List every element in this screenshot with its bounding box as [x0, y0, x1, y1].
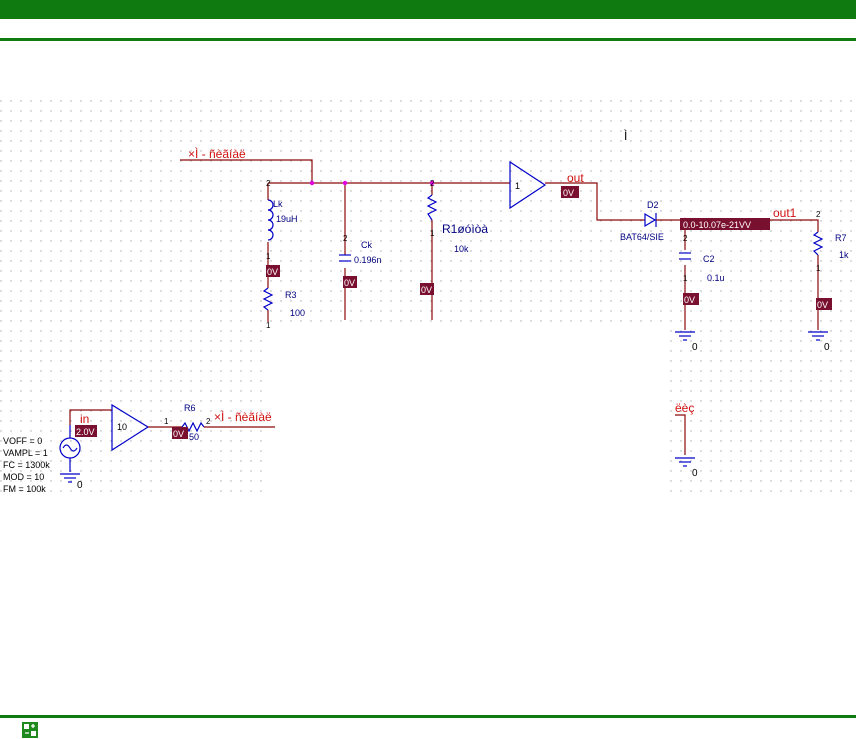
pin-number: 2	[206, 417, 211, 426]
wire-net-top	[180, 159, 313, 183]
buffer-amp	[509, 160, 547, 210]
vmarker-r1-label: 0V	[421, 285, 432, 295]
net-label-top: ×Ì - ñèãíàë	[188, 146, 246, 161]
amp10-gain: 10	[117, 422, 127, 432]
vmarker-ck-label: 0V	[344, 278, 355, 288]
junction-dot	[309, 180, 315, 186]
vmarker-ck	[343, 276, 357, 288]
ground-r7	[808, 331, 828, 341]
r7-value: 1k	[839, 250, 849, 260]
r3-value: 100	[290, 308, 305, 318]
junction-dot	[342, 180, 348, 186]
pin-number: 1	[683, 274, 688, 283]
vmarker-r6	[172, 427, 188, 439]
ground-io	[675, 457, 695, 467]
lk-name: Lk	[273, 199, 283, 209]
wire-io	[675, 414, 686, 455]
junction-dot	[429, 180, 435, 186]
ground-label: 0	[77, 480, 83, 491]
wire-out	[545, 182, 645, 221]
source-param: FC = 1300k	[3, 460, 50, 470]
capacitor-ck	[339, 254, 351, 262]
r7-name: R7	[835, 233, 847, 243]
d2-name: D2	[647, 200, 659, 210]
pin-number: 1	[430, 229, 435, 238]
resistor-r6	[181, 421, 205, 433]
vmarker-out-label: 0V	[563, 188, 574, 198]
ck-name: Ck	[361, 240, 372, 250]
resistor-r7	[812, 231, 824, 256]
top-divider	[0, 38, 856, 41]
navigation-icon[interactable]	[22, 722, 38, 738]
c2-name: C2	[703, 254, 715, 264]
pin-number: 2	[430, 179, 435, 188]
bottom-divider	[0, 715, 856, 718]
vmarker-in	[75, 425, 97, 437]
ck-value: 0.196n	[354, 255, 382, 265]
pin-number: 1	[266, 321, 271, 330]
pin-number: 1	[816, 264, 821, 273]
lk-value: 19uH	[276, 214, 298, 224]
source-param: VAMPL = 1	[3, 448, 48, 458]
ground-source	[60, 473, 80, 483]
vmarker-out	[561, 186, 579, 198]
vmarker-c2	[683, 293, 699, 305]
vmarker-d2-label: 0.0-10.07e-21VV	[683, 220, 751, 230]
vmarker-c2-label: 0V	[684, 295, 695, 305]
ground-label: 0	[824, 342, 830, 353]
vmarker-r1	[420, 283, 434, 295]
vmarker-r7-label: 0V	[817, 300, 828, 310]
r6-name: R6	[184, 403, 196, 413]
r6-value: 50	[189, 432, 199, 442]
r3-name: R3	[285, 290, 297, 300]
sine-icon	[62, 444, 78, 452]
pin-number: 2	[683, 234, 688, 243]
title-mark: Ì	[624, 128, 627, 143]
blank-region	[270, 322, 670, 497]
wire-in	[69, 409, 112, 425]
net-label-io: ëèç	[675, 401, 694, 415]
pin-number: 2	[816, 210, 821, 219]
inductor-lk	[267, 199, 274, 241]
vmarker-r6-label: 0V	[173, 429, 184, 439]
ground-label: 0	[692, 342, 698, 353]
pin-number: 2	[266, 179, 271, 188]
c2-value: 0.1u	[707, 273, 725, 283]
vmarker-r7	[816, 298, 832, 310]
amp1-gain: 1	[515, 181, 520, 191]
resistor-r3	[262, 287, 274, 311]
net-label-out: out	[567, 171, 584, 185]
net-label-out1: out1	[773, 206, 797, 220]
ground-c2	[675, 331, 695, 341]
source-param: FM = 100k	[3, 484, 46, 494]
gain-amp	[111, 403, 150, 452]
capacitor-c2	[679, 252, 691, 260]
ground-label: 0	[692, 468, 698, 479]
vmarker-lk-label: 0V	[267, 267, 278, 277]
pin-number: 2	[343, 234, 348, 243]
net-label-in: in	[80, 412, 89, 426]
top-bar	[0, 0, 856, 19]
pin-number: 1	[164, 417, 169, 426]
r1-name: R1øóìòà	[442, 222, 488, 236]
pin-number: 1	[266, 252, 271, 261]
vmarker-in-label: 2.0V	[76, 427, 95, 437]
d2-value: BAT64/SIE	[620, 232, 664, 242]
source-param: MOD = 10	[3, 472, 44, 482]
net-label-bottom: ×Ì - ñèãíàë	[214, 409, 272, 424]
source-param: VOFF = 0	[3, 436, 42, 446]
r1-value: 10k	[454, 244, 469, 254]
resistor-r1	[426, 194, 438, 221]
vmarker-lk	[266, 265, 280, 277]
vmarker-d2	[680, 218, 770, 230]
